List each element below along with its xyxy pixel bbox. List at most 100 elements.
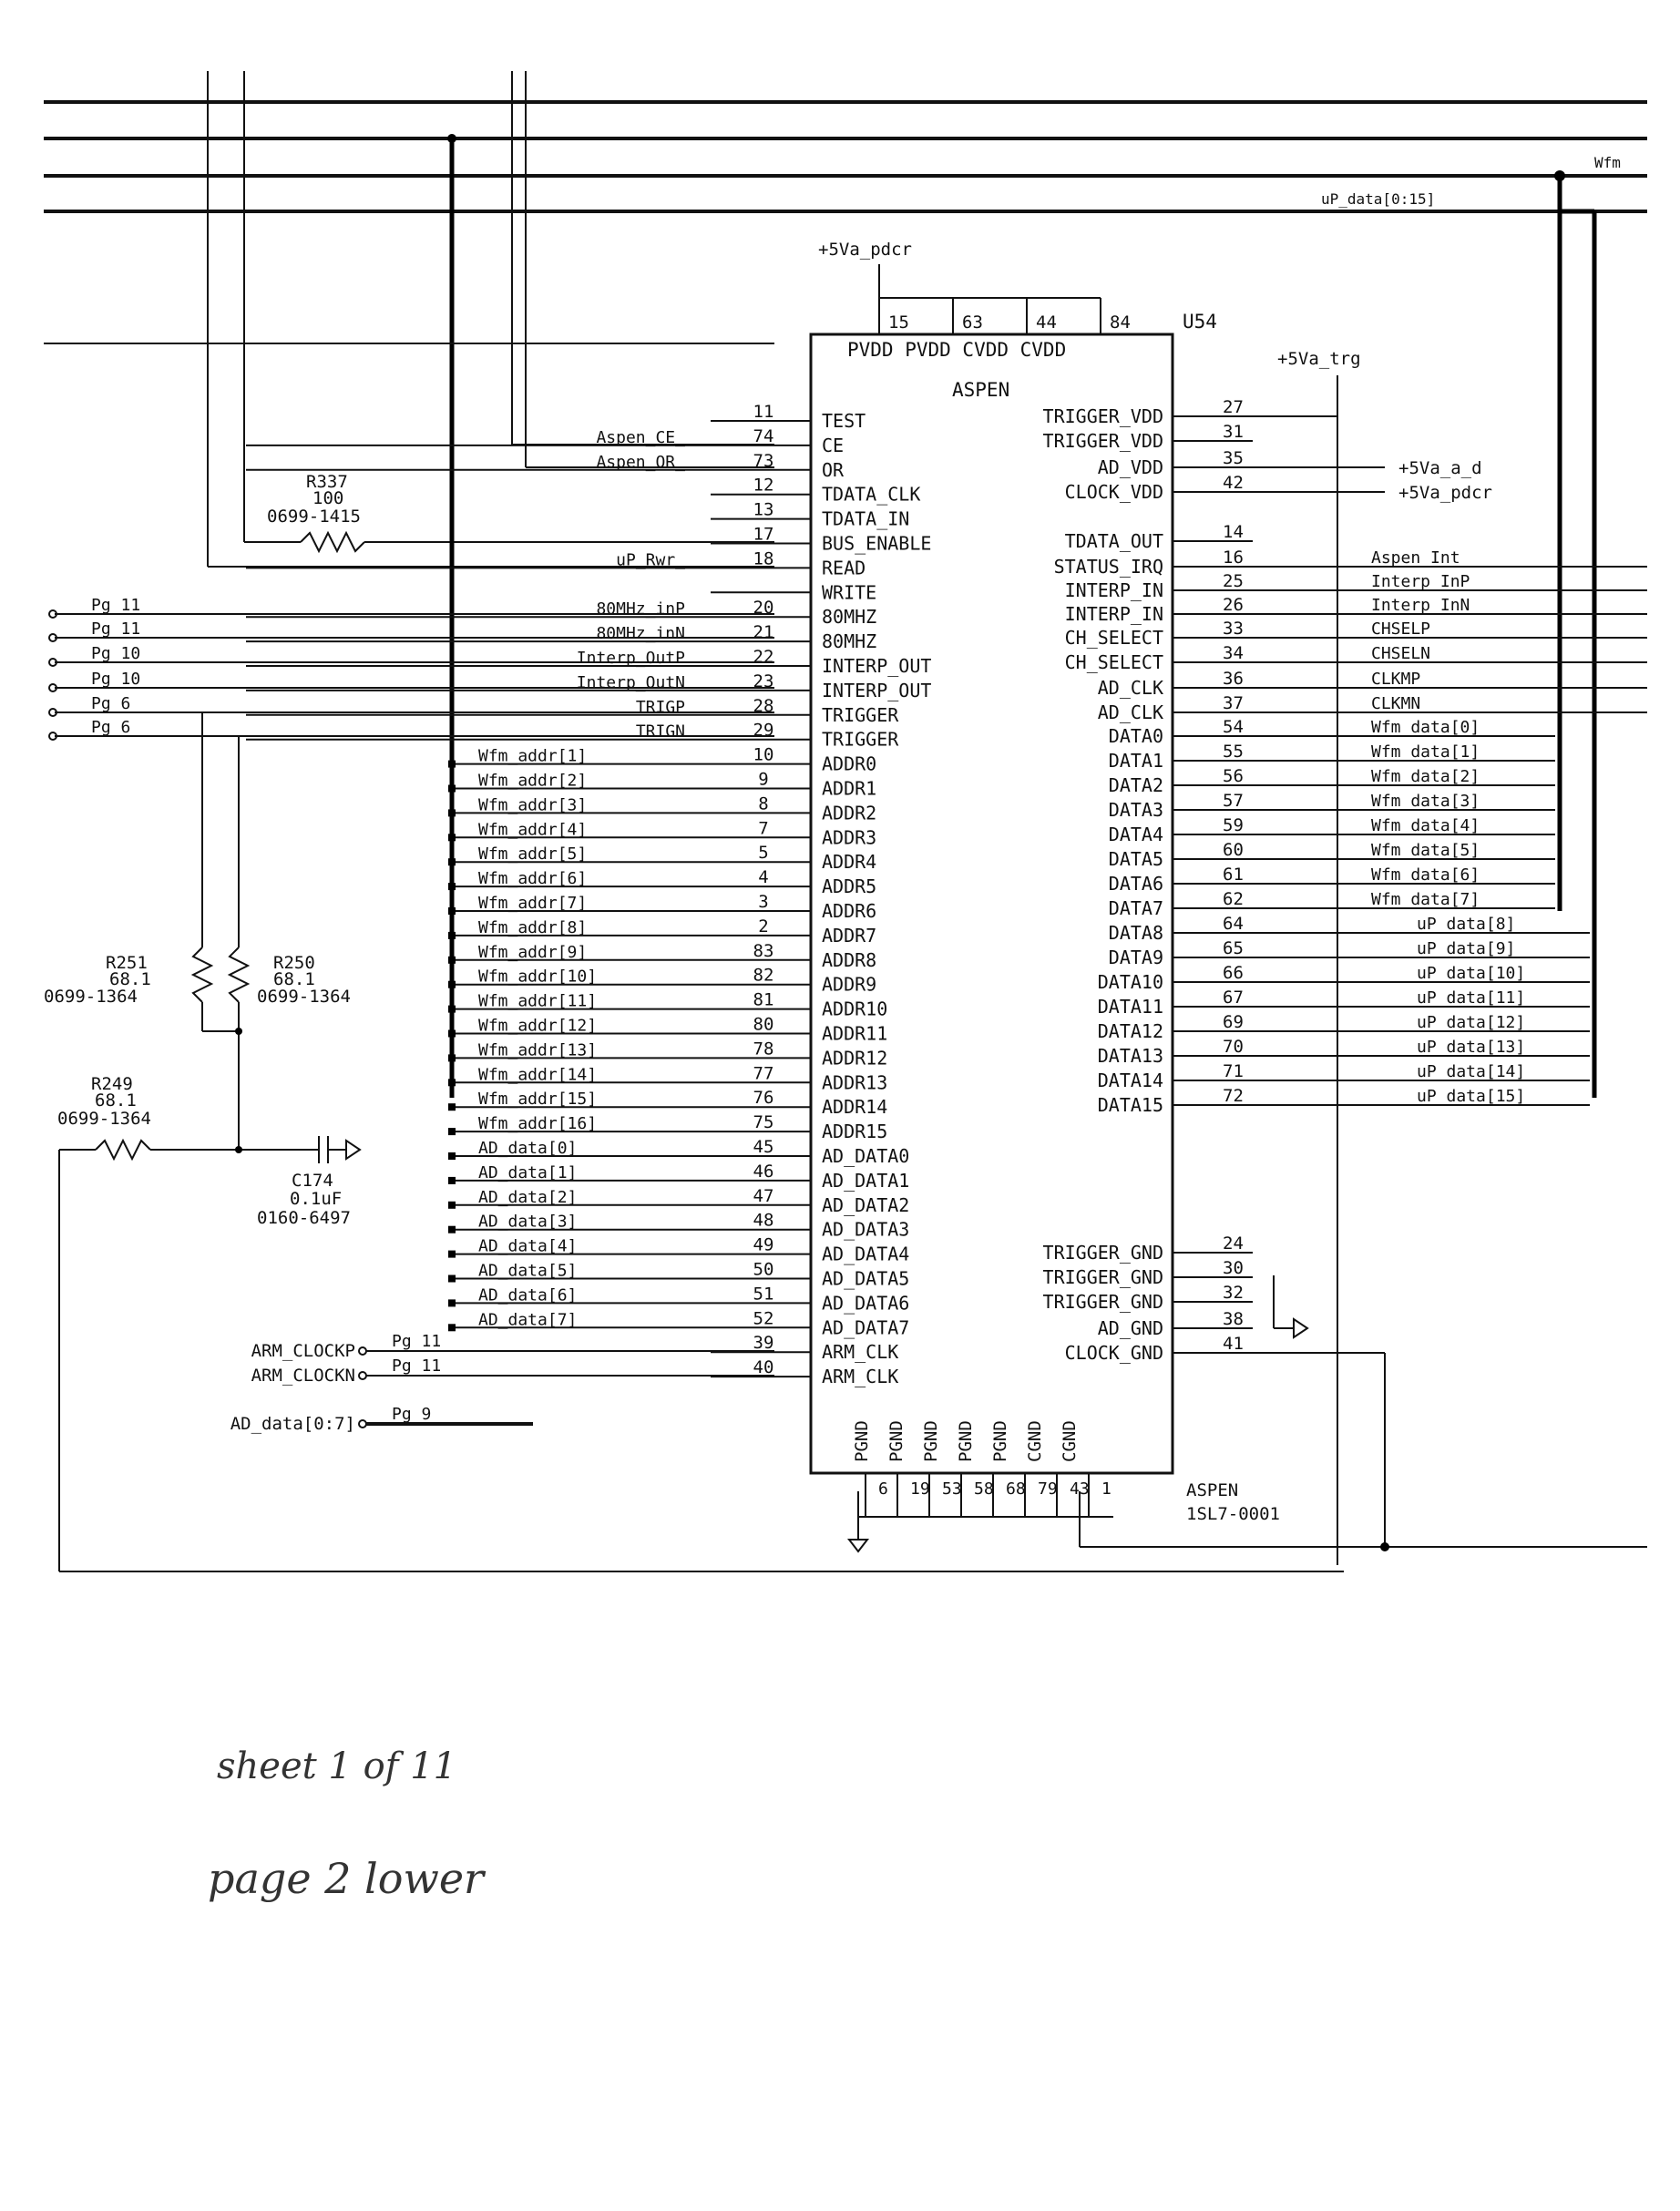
left-pin-net: Wfm_addr[2] [478,772,587,791]
right-pin-number: 38 [1223,1309,1244,1329]
right-pin-name: DATA0 [1109,725,1163,747]
left-pin-net: 80MHz_inN [596,624,685,643]
bus-junction [448,956,456,964]
right-pin-number: 54 [1223,717,1244,737]
left-pin-name: READ [822,557,866,578]
bus-junction [448,1250,456,1258]
left-pin-net: Wfm_addr[15] [478,1090,597,1109]
c174-ref: C174 [292,1171,333,1191]
top-buses: Wfm uP_data[0:15] [44,100,1647,213]
bus-junction [448,1274,456,1283]
bottom-pin-name: PGND [886,1420,907,1462]
left-pin-number: 81 [753,990,774,1010]
page-ref-label: Pg 10 [91,670,140,689]
left-pin-net: Wfm_addr[8] [478,918,587,937]
right-pin-number: 31 [1223,422,1244,442]
left-pin-name: INTERP_OUT [822,680,931,701]
right-pin-net: CHSELP [1371,619,1430,639]
right-pin-name: INTERP_IN [1065,579,1163,601]
bus-junction [448,1103,456,1111]
r249-ref: R249 [91,1074,133,1094]
left-pin-net: TRIGP [636,698,685,717]
note-sheet: sheet 1 of 11 [217,1745,456,1787]
right-pin-name: TDATA_OUT [1065,530,1163,552]
left-pin-name: ADDR2 [822,802,876,824]
right-pin-net: CLKMP [1371,670,1420,689]
left-pin-number: 29 [753,721,774,741]
bus-junction [448,1152,456,1160]
left-pin-number: 47 [753,1186,774,1206]
left-pin-number: 76 [753,1088,774,1108]
right-pin-number: 26 [1223,595,1244,615]
bus-junction [448,809,456,817]
left-pin-name: ADDR11 [822,1023,887,1045]
left-pin-number: 48 [753,1211,774,1231]
arm-port-page: Pg 9 [392,1405,431,1424]
resistor-r249: R249 68.1 0699-1364 [57,1074,1344,1572]
bottom-pin-name: CGND [1060,1420,1080,1462]
left-pin-net: AD_data[2] [478,1188,577,1207]
right-pin-number: 70 [1223,1037,1244,1057]
power-trg: +5Va_trg [1277,349,1361,369]
left-pin-name: TRIGGER [822,704,899,726]
page-ref-label: Pg 11 [91,596,140,615]
right-pin-number: 64 [1223,914,1244,934]
resistor-r250: R250 68.1 0699-1364 [202,736,351,1150]
left-pin-number: 45 [753,1137,774,1157]
left-pin-name: ADDR8 [822,949,876,971]
left-pin-name: AD_DATA2 [822,1194,909,1216]
bottom-pin-name: PGND [852,1420,872,1462]
port-circle [48,708,57,717]
chip-left-pins: TEST11CE74Aspen_CE_OR73Aspen_OR_TDATA_CL… [246,402,931,1387]
bottom-pin-name: PGND [990,1420,1010,1462]
bus-junction [448,1201,456,1209]
right-pin-net: uP_data[9] [1417,939,1515,958]
right-pin-name: TRIGGER_VDD [1043,405,1163,427]
left-pin-net: uP_Rwr_ [616,550,685,569]
right-pin-net: Wfm_data[5] [1371,841,1480,860]
right-pin-number: 66 [1223,963,1244,983]
right-pin-name: DATA15 [1098,1094,1163,1116]
left-pin-name: ADDR7 [822,925,876,947]
right-pin-name: DATA12 [1098,1020,1163,1042]
right-pin-number: 61 [1223,865,1244,885]
left-pin-net: AD_data[4] [478,1237,577,1256]
right-pin-net: uP_data[13] [1417,1038,1525,1057]
left-pin-net: AD_data[3] [478,1213,577,1232]
right-pin-number: 33 [1223,619,1244,639]
left-pin-name: AD_DATA3 [822,1219,909,1241]
right-pin-number: 60 [1223,840,1244,860]
bus-junction [448,858,456,866]
left-pin-net: Wfm_addr[5] [478,844,587,864]
left-pin-number: 4 [758,867,768,887]
left-pin-number: 73 [753,451,774,471]
right-pin-name: TRIGGER_GND [1043,1291,1163,1313]
bottom-pin-name: PGND [956,1420,976,1462]
left-pin-number: 22 [753,647,774,667]
left-pin-number: 11 [753,402,774,422]
left-pin-name: AD_DATA0 [822,1145,909,1167]
left-pin-number: 74 [753,426,774,446]
power-pdcr-top: +5Va_pdcr [818,240,912,260]
left-pin-number: 82 [753,966,774,986]
left-pin-number: 12 [753,476,774,496]
right-pin-name: AD_GND [1098,1317,1163,1339]
chip-name: ASPEN [952,379,1009,401]
resistor-r337: R337 100 0699-1415 [267,472,365,554]
bottom-pin-number: 58 [974,1479,994,1499]
left-pin-net: Wfm_addr[7] [478,894,587,913]
left-pin-name: OR [822,459,845,481]
bus-junction [448,1324,456,1332]
left-pin-net: AD_data[7] [478,1310,577,1329]
left-pin-net: Wfm_addr[10] [478,967,597,987]
left-pin-number: 75 [753,1112,774,1132]
chip-ref: U54 [1183,311,1217,333]
top-pin-number: 84 [1110,312,1131,333]
right-pin-number: 14 [1223,522,1244,542]
left-pin-name: ADDR0 [822,753,876,775]
